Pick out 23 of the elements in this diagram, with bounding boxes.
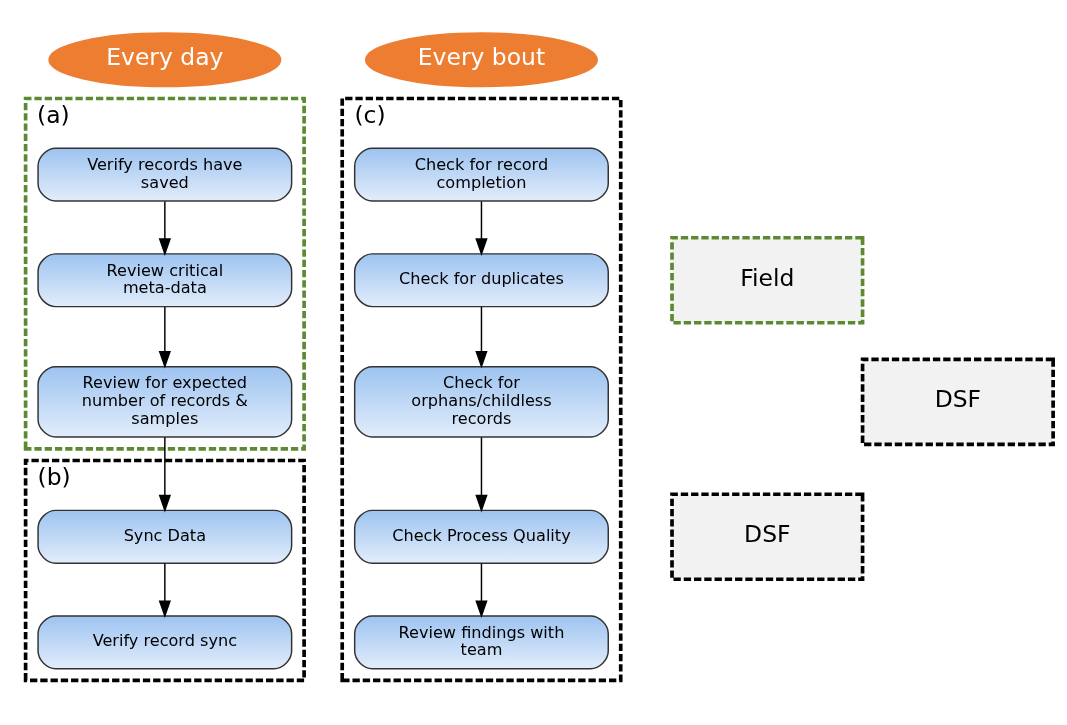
arrow [475, 562, 488, 618]
node-box: DSF [670, 492, 865, 582]
node-box: Check Process Quality [353, 509, 609, 564]
node-box: Check for duplicates [353, 253, 609, 308]
node-box: Verify record sync [37, 615, 293, 670]
node-ellipse: Every day [48, 32, 282, 88]
node-box: Sync Data [37, 509, 293, 564]
arrow [158, 562, 171, 618]
arrow [475, 436, 488, 513]
arrow [475, 200, 488, 256]
arrow [158, 306, 171, 369]
node-box: Review for expected number of records & samples [37, 366, 293, 438]
node-box: Check for record completion [353, 147, 609, 202]
node-box: Check for orphans/childless records [353, 366, 609, 438]
arrow [158, 436, 171, 513]
node-box: Review critical meta-data [37, 253, 293, 308]
node-box: DSF [860, 357, 1055, 447]
arrow [475, 306, 488, 369]
node-ellipse: Every bout [364, 32, 598, 88]
arrow [158, 200, 171, 256]
node-box: Review findings with team [353, 615, 609, 670]
node-box: Verify records have saved [37, 147, 293, 202]
node-box: Field [670, 235, 865, 325]
